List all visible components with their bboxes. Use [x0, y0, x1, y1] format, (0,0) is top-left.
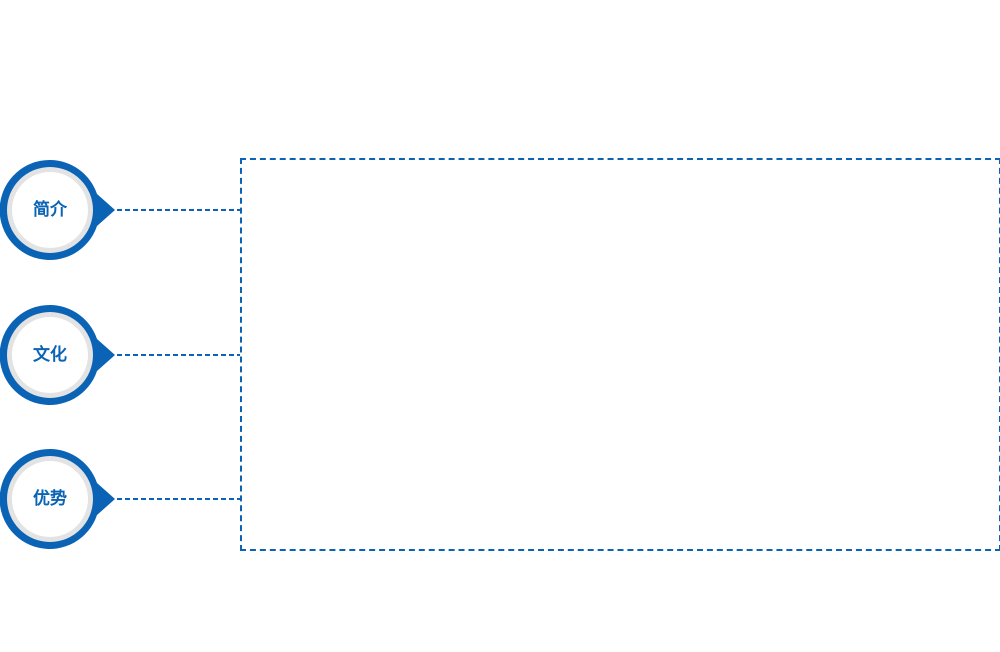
node-label-culture[interactable]: 文化: [33, 345, 67, 365]
node-label-intro[interactable]: 简介: [33, 200, 67, 220]
node-shape-1: [0, 304, 115, 405]
node-shape-0: [0, 159, 115, 260]
node-label-advantages[interactable]: 优势: [33, 489, 67, 509]
node-shape-2: [0, 448, 115, 549]
content-box: [240, 158, 1000, 551]
